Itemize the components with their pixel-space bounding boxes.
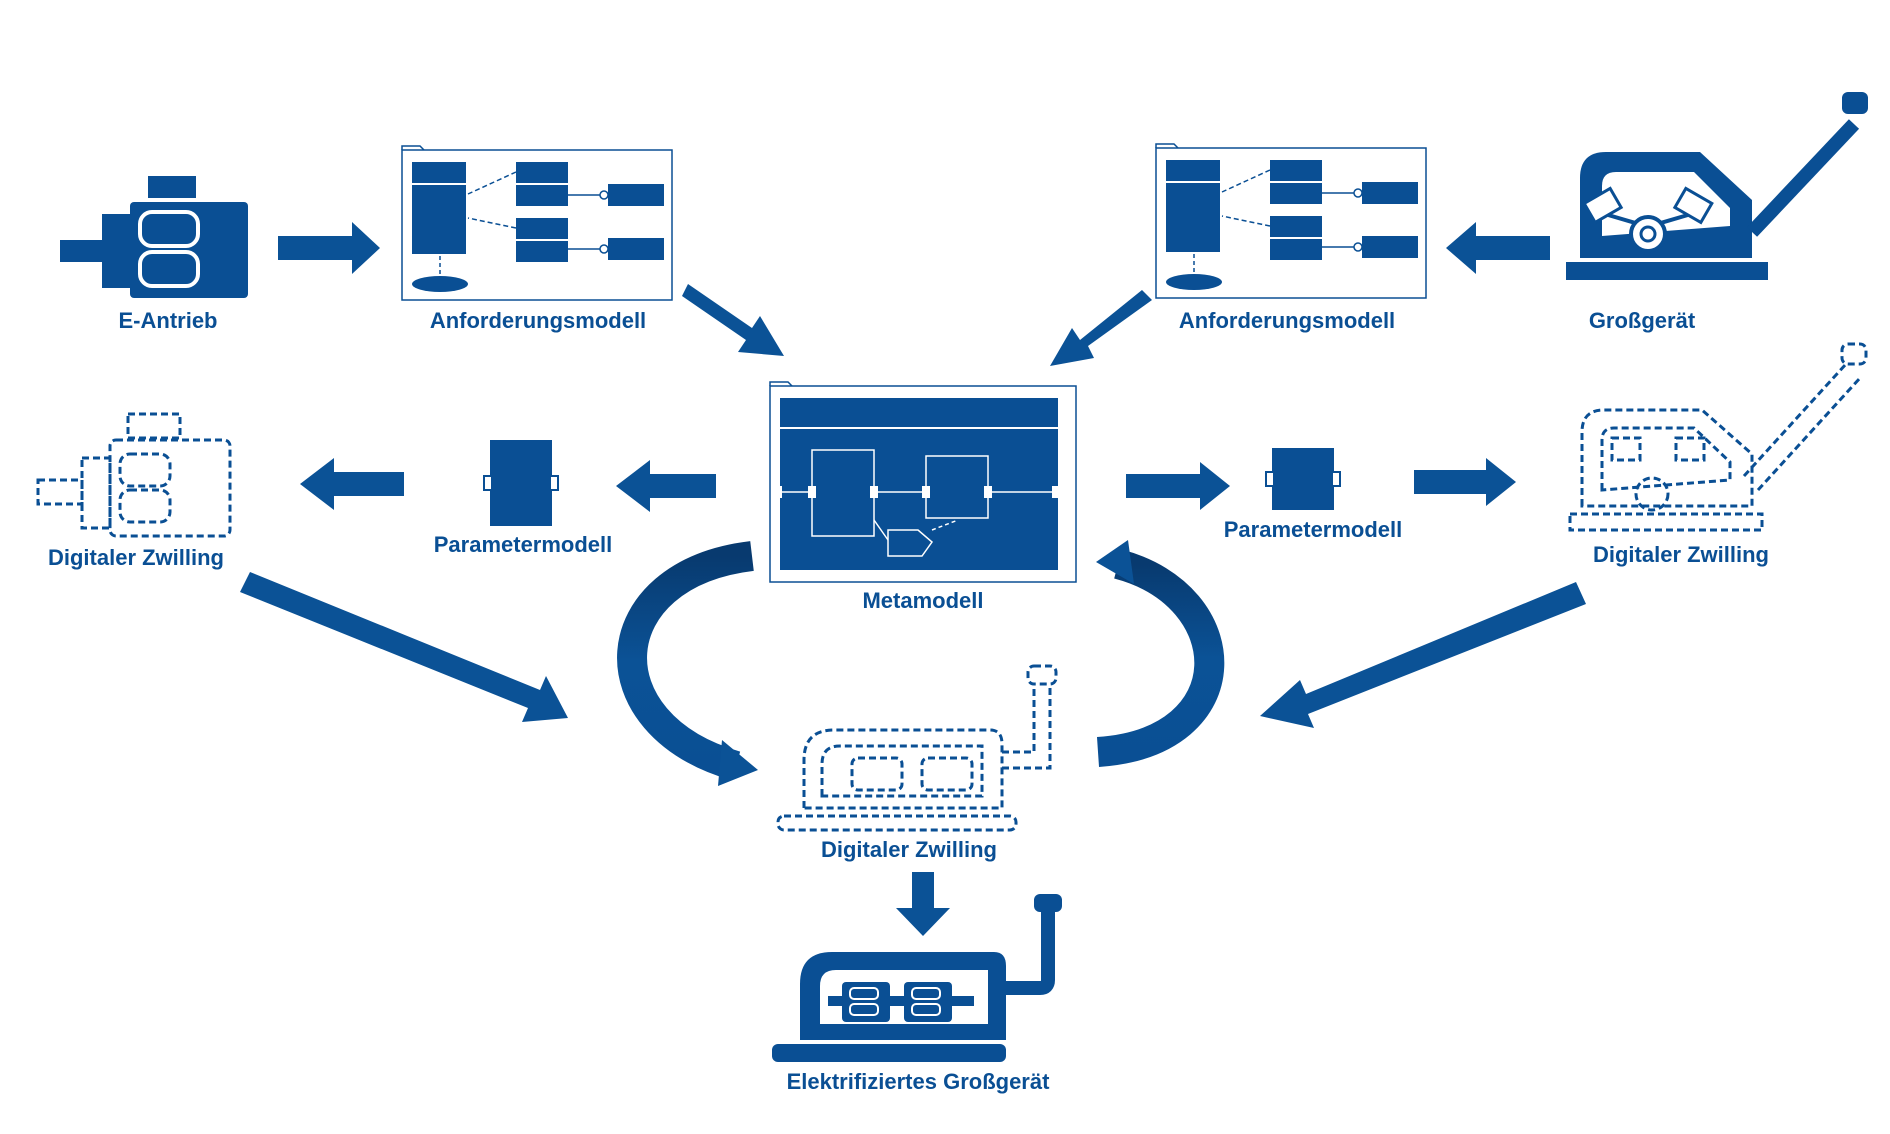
zwilling-right-label: Digitaler Zwilling xyxy=(1593,542,1769,567)
arrow-grossgeraet-to-anforderung xyxy=(1446,222,1550,274)
uml-class-diagram-icon xyxy=(401,145,673,301)
parametermodell-right-label: Parametermodell xyxy=(1224,517,1403,542)
block-diagram-icon xyxy=(769,381,1077,583)
anforderungsmodell-left-label: Anforderungsmodell xyxy=(430,308,646,333)
elektrifiziert-label: Elektrifiziertes Großgerät xyxy=(787,1069,1051,1094)
arrow-zwilling-right-to-center xyxy=(1260,582,1586,728)
motor-digital-twin-icon xyxy=(36,412,232,538)
e-antrieb-label: E-Antrieb xyxy=(119,308,218,333)
metamodell-label: Metamodell xyxy=(862,588,983,613)
plate-compactor-icon xyxy=(1566,92,1868,280)
arrow-zwilling-left-to-center xyxy=(240,572,568,722)
arrow-center-to-elektrifiziert xyxy=(896,872,950,936)
arrow-metamodell-to-param-right xyxy=(1126,462,1230,510)
parameter-block-icon xyxy=(483,440,559,526)
compactor-digital-twin-icon xyxy=(1568,342,1868,532)
anforderungsmodell-right-label: Anforderungsmodell xyxy=(1179,308,1395,333)
curved-arrow-left xyxy=(617,541,758,786)
arrow-eantrieb-to-anforderung xyxy=(278,222,380,274)
arrow-metamodell-to-param-left xyxy=(616,460,716,512)
electrified-machine-icon xyxy=(772,894,1062,1062)
curved-arrow-right xyxy=(1096,540,1225,767)
arrow-anforderung-right-to-metamodell xyxy=(1050,290,1152,366)
arrow-anforderung-left-to-metamodell xyxy=(682,284,784,356)
zwilling-center-label: Digitaler Zwilling xyxy=(821,837,997,862)
uml-class-diagram-icon xyxy=(1155,143,1427,299)
grossgeraet-label: Großgerät xyxy=(1589,308,1696,333)
electrified-machine-digital-twin-icon xyxy=(776,664,1058,832)
electric-motor-icon xyxy=(60,176,248,298)
arrow-param-right-to-zwilling-right xyxy=(1414,458,1516,506)
zwilling-left-label: Digitaler Zwilling xyxy=(48,545,224,570)
arrow-param-left-to-zwilling-left xyxy=(300,458,404,510)
parametermodell-left-label: Parametermodell xyxy=(434,532,613,557)
parameter-block-icon xyxy=(1265,448,1341,510)
